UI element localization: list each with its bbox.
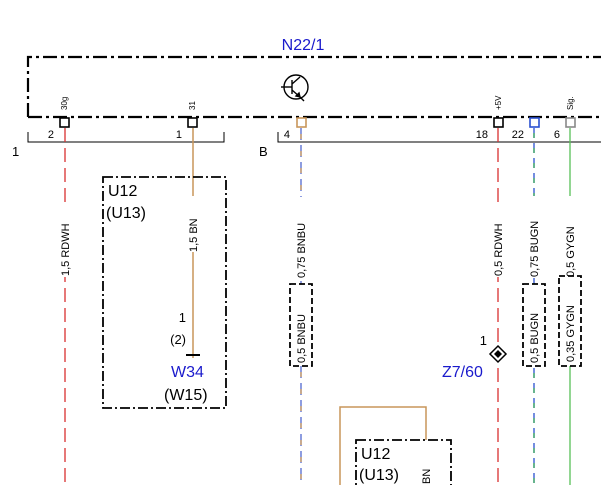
u12-lower-name: U12 [361,446,390,463]
u12-upper-name: U12 [108,183,137,200]
wire-label-0-5-gygn: 0,5 GYGN [565,226,577,277]
wire-label-0-75-bnbu: 0,75 BNBU [296,223,308,278]
pin-terminal-22 [529,117,540,128]
segment-box-0-5-bnbu: 0,5 BNBU [289,283,313,367]
splice-pin: 1 [480,333,487,348]
pin-number-4: 4 [284,129,290,141]
pin-func-5v: +5V [494,95,503,110]
connector-b-housing [277,132,601,143]
u12-lower-alt: (U13) [359,467,399,484]
pin-func-sig: Sig. [566,96,575,110]
u12-lower-wire: BN [421,469,433,484]
pin-terminals [59,117,576,128]
u12-upper-box: U12 (U13) [102,176,227,409]
wire-label-1-5-bn: 1,5 BN [188,218,200,252]
transistor-icon [281,74,309,102]
connector-left-label: 1 [12,144,19,159]
wire-labels: 1,5 RDWH 1,5 BN 0,75 BNBU 0,5 RDWH 0,75 … [57,196,578,279]
component-n22-1-box [26,55,601,119]
u12-lower-box: U12 (U13) BN [355,439,452,485]
ground-name: W34 [171,364,204,381]
pin-number-18: 18 [476,129,488,141]
ground-w34: 1 (2) W34 (W15) [164,310,208,404]
component-name: N22/1 [282,37,325,54]
pin-number-2: 2 [48,129,54,141]
segment-box-0-35-gygn: 0,35 GYGN [558,275,582,367]
wire-label-0-75-bugn: 0,75 BUGN [529,221,541,277]
connector-right-label: B [259,144,268,159]
ground-alt: (W15) [164,387,208,404]
splice-z7-60: 1 Z7/60 [442,333,508,381]
segment-label-0-5-bnbu: 0,5 BNBU [296,314,308,363]
pin-number-6: 6 [554,129,560,141]
pin-terminal-18 [493,117,504,128]
pin-func-30g: 30g [60,97,69,110]
pin-terminal-4 [296,117,307,128]
segment-box-0-5-bugn: 0,5 BUGN [522,283,546,367]
segment-label-0-5-bugn: 0,5 BUGN [529,313,541,363]
wire-label-0-5-rdwh: 0,5 RDWH [493,223,505,276]
connector-1-housing [27,132,225,143]
segment-label-0-35-gygn: 0,35 GYGN [565,305,577,362]
pin-number-22: 22 [512,129,524,141]
pin-terminal-6 [565,117,576,128]
pin-terminal-2 [59,117,70,128]
u12-upper-alt: (U13) [106,205,146,222]
ground-pin-alt: (2) [170,332,186,347]
pin-number-1: 1 [176,129,182,141]
wire-label-1-5-rdwh: 1,5 RDWH [60,223,72,276]
wire-bn-lower [339,406,427,485]
wires [64,128,571,485]
splice-name: Z7/60 [442,364,483,381]
ground-pin: 1 [179,310,186,325]
pin-func-31: 31 [188,101,197,110]
pin-terminal-1 [187,117,198,128]
